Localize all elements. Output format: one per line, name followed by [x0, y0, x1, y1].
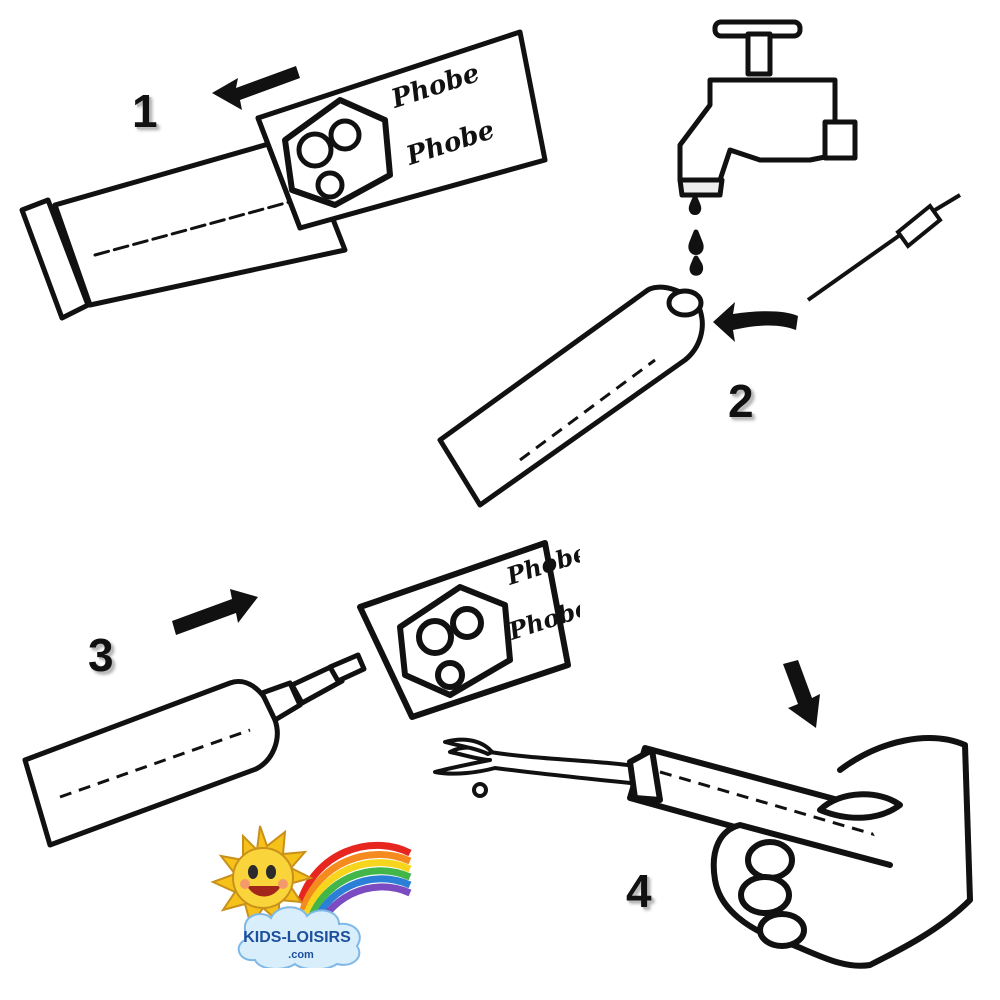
rainbow-icon — [296, 841, 412, 940]
step-number-4: 4 — [626, 865, 652, 917]
arrow-down-icon — [783, 660, 820, 728]
step-3-illustration: Phobe Phobe — [22, 537, 580, 848]
arrow-left-icon — [212, 66, 300, 110]
step-1-illustration: Phobe Phobe — [19, 29, 548, 321]
arrow-left-curved-icon — [713, 302, 798, 342]
kids-loisirs-logo[interactable]: KIDS-LOISIRS .com — [205, 818, 417, 968]
sun-icon — [210, 825, 314, 929]
cloud-icon — [237, 906, 361, 968]
step-2-illustration — [437, 19, 962, 508]
water-bottle — [437, 284, 705, 508]
water-tap-icon — [677, 19, 858, 276]
step-number-1: 1 — [132, 85, 158, 137]
step-number-2: 2 — [728, 375, 754, 427]
water-spray — [433, 745, 652, 787]
syringe-barrel — [52, 132, 348, 308]
logo-text: KIDS-LOISIRS — [243, 929, 351, 946]
step-4-illustration — [433, 660, 973, 969]
arrow-right-icon — [172, 589, 258, 635]
logo-subtext: .com — [288, 949, 314, 961]
step-number-3: 3 — [88, 629, 114, 681]
